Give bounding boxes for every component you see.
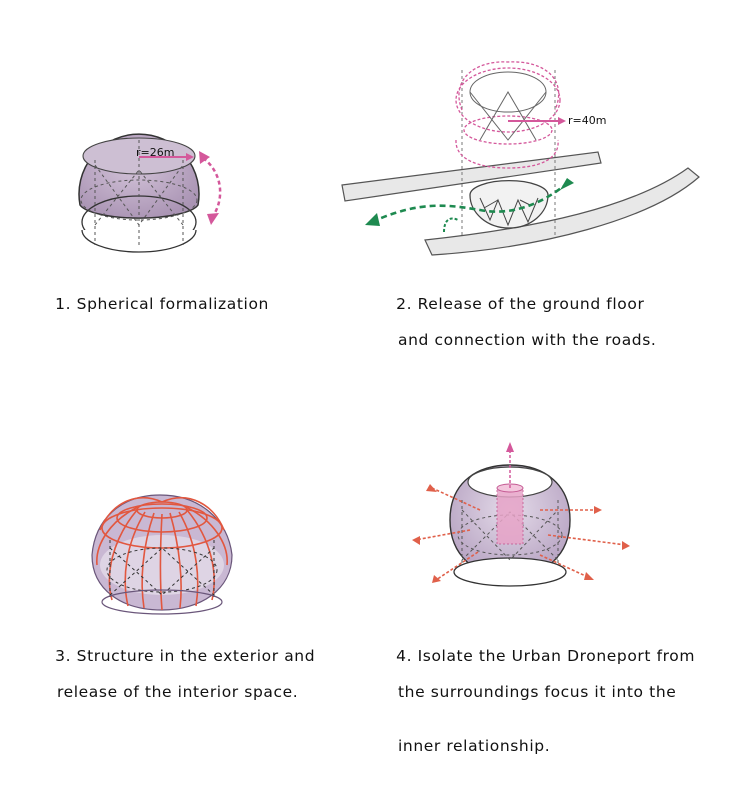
step-4-caption: 4. Isolate the Urban Droneport from the …	[374, 629, 695, 791]
step-4-panel: 4. Isolate the Urban Droneport from the …	[0, 0, 743, 743]
droneport-core	[497, 488, 523, 544]
step-4-caption-line2: the surroundings focus it into the	[374, 683, 695, 701]
step-4-caption-line3: inner relationship.	[374, 737, 695, 755]
step-4-caption-line1: 4. Isolate the Urban Droneport from	[396, 647, 695, 665]
